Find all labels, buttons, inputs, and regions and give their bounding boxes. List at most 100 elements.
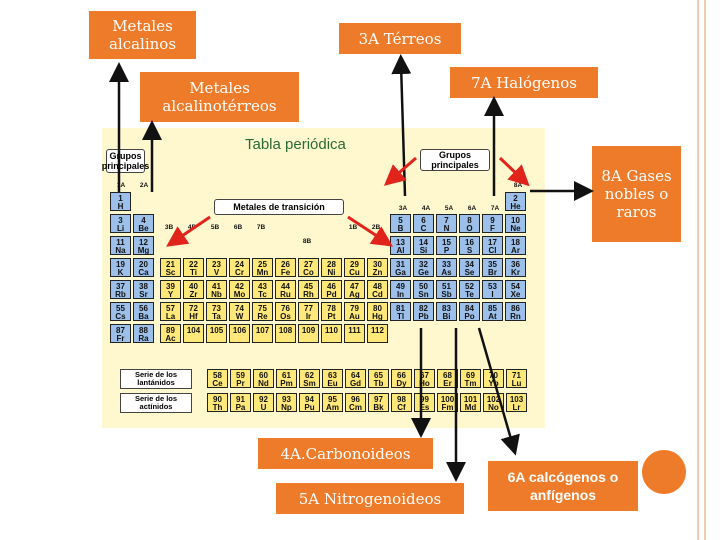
atomic-number: 9 (490, 216, 495, 225)
atomic-number: 12 (139, 238, 148, 247)
atomic-number: 13 (396, 238, 405, 247)
group-header-3b: 3B (164, 224, 174, 231)
element-cell: 109 (298, 324, 319, 343)
element-symbol: Cm (349, 403, 362, 412)
element-symbol: Pm (280, 379, 293, 388)
atomic-number: 89 (166, 326, 175, 335)
element-symbol: Cd (372, 290, 383, 299)
group-header-5a: 5A (444, 205, 454, 212)
atomic-number: 53 (488, 282, 497, 291)
atomic-number: 83 (442, 304, 451, 313)
atomic-number: 56 (139, 304, 148, 313)
atomic-number: 57 (166, 304, 175, 313)
atomic-number: 1 (118, 194, 123, 203)
atomic-number: 73 (212, 304, 221, 313)
atomic-number: 77 (304, 304, 313, 313)
atomic-number: 25 (258, 260, 267, 269)
atomic-number: 55 (116, 304, 125, 313)
element-symbol: Pd (326, 290, 337, 299)
atomic-number: 20 (139, 260, 148, 269)
element-symbol: Sm (303, 379, 316, 388)
transition-metals-label: Metales de transición (214, 199, 344, 215)
element-symbol: Es (419, 403, 430, 412)
atomic-number: 4 (141, 216, 146, 225)
element-symbol: V (213, 268, 220, 277)
element-symbol: Xe (510, 290, 521, 299)
callout-6a-chalcogens: 6A calcógenos o anfígenos (488, 461, 638, 511)
element-symbol: Na (115, 246, 126, 255)
element-symbol: Ge (418, 268, 429, 277)
element-symbol: Te (465, 290, 474, 299)
atomic-number: 66 (397, 371, 406, 380)
atomic-number: 104 (186, 326, 201, 335)
element-symbol: Pa (235, 403, 246, 412)
atomic-number: 74 (235, 304, 244, 313)
atomic-number: 91 (236, 395, 245, 404)
group-header-6a: 6A (467, 205, 477, 212)
atomic-number: 110 (325, 326, 338, 335)
element-symbol: Ra (138, 334, 149, 343)
atomic-number: 87 (116, 326, 125, 335)
element-symbol: Nb (211, 290, 222, 299)
element-symbol: Tl (396, 312, 405, 321)
atomic-number: 16 (465, 238, 474, 247)
table-title: Tabla periódica (245, 136, 346, 153)
element-cell: 108 (275, 324, 296, 343)
group-header-8a: 8A (513, 182, 523, 189)
right-rail-line-1 (697, 0, 699, 540)
element-symbol: Ga (395, 268, 406, 277)
element-symbol: W (235, 312, 244, 321)
atomic-number: 101 (463, 395, 478, 404)
atomic-number: 109 (301, 326, 316, 335)
element-symbol: Au (349, 312, 360, 321)
atomic-number: 54 (511, 282, 520, 291)
atomic-number: 63 (328, 371, 337, 380)
atomic-number: 48 (373, 282, 382, 291)
callout-3a-earths: 3A Térreos (339, 23, 461, 54)
element-cell: 111 (344, 324, 365, 343)
group-header-1b: 1B (348, 224, 358, 231)
element-symbol: N (443, 224, 450, 233)
atomic-number: 84 (465, 304, 474, 313)
callout-8a-noble-gases: 8A Gases nobles o raros (592, 146, 681, 242)
atomic-number: 51 (442, 282, 451, 291)
element-symbol: Ir (305, 312, 312, 321)
element-symbol: Li (116, 224, 125, 233)
element-symbol: Ti (190, 268, 197, 277)
atomic-number: 15 (442, 238, 451, 247)
atomic-number: 40 (189, 282, 198, 291)
element-symbol: Pu (304, 403, 315, 412)
atomic-number: 71 (512, 371, 521, 380)
group-header-7b: 7B (256, 224, 266, 231)
element-symbol: U (260, 403, 267, 412)
atomic-number: 65 (374, 371, 383, 380)
